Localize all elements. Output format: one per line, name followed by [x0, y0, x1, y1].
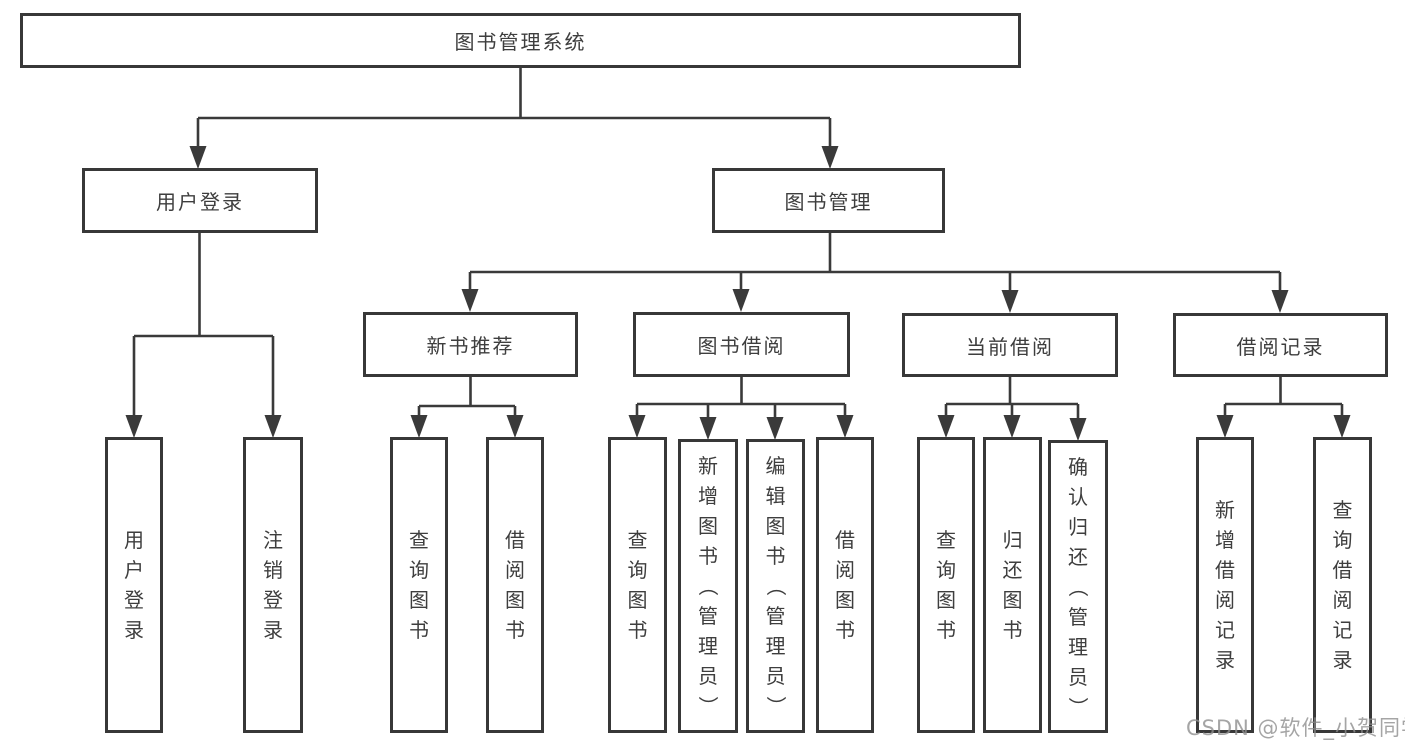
node-new-book-rec: 新书推荐 — [363, 312, 578, 377]
node-book-mgmt: 图书管理 — [712, 168, 945, 233]
node-leaf-user-login: 用户登录 — [105, 437, 163, 733]
node-current-borrow: 当前借阅 — [902, 313, 1118, 377]
node-leaf-query-borrow-record: 查询借阅记录 — [1313, 437, 1372, 733]
node-book-borrow: 图书借阅 — [633, 312, 850, 377]
node-borrow-record: 借阅记录 — [1173, 313, 1388, 377]
node-leaf-query-book-2: 查询图书 — [608, 437, 667, 733]
connector-new-book-rec — [417, 377, 517, 417]
node-leaf-edit-book: 编辑图书（管理员） — [746, 439, 805, 733]
node-leaf-query-book-3: 查询图书 — [917, 437, 975, 733]
connector-root — [196, 68, 832, 148]
node-user-login: 用户登录 — [82, 168, 318, 233]
arrowheads — [125, 146, 1351, 441]
connector-book-mgmt — [468, 233, 1282, 292]
node-root: 图书管理系统 — [20, 13, 1021, 68]
node-leaf-add-book: 新增图书（管理员） — [678, 439, 738, 733]
connector-current-borrow — [944, 377, 1080, 420]
connector-borrow-record — [1223, 377, 1344, 417]
connector-user-login — [132, 233, 275, 417]
node-leaf-borrow-book-1: 借阅图书 — [486, 437, 544, 733]
node-leaf-add-borrow-record: 新增借阅记录 — [1196, 437, 1254, 733]
connector-book-borrow — [635, 377, 847, 419]
node-leaf-logout: 注销登录 — [243, 437, 303, 733]
node-leaf-confirm-return: 确认归还（管理员） — [1048, 440, 1108, 733]
node-leaf-borrow-book-2: 借阅图书 — [816, 437, 874, 733]
node-leaf-return-book: 归还图书 — [983, 437, 1042, 733]
node-leaf-query-book-1: 查询图书 — [390, 437, 448, 733]
csdn-watermark: CSDN @软件_小贺同学 — [1186, 716, 1405, 740]
